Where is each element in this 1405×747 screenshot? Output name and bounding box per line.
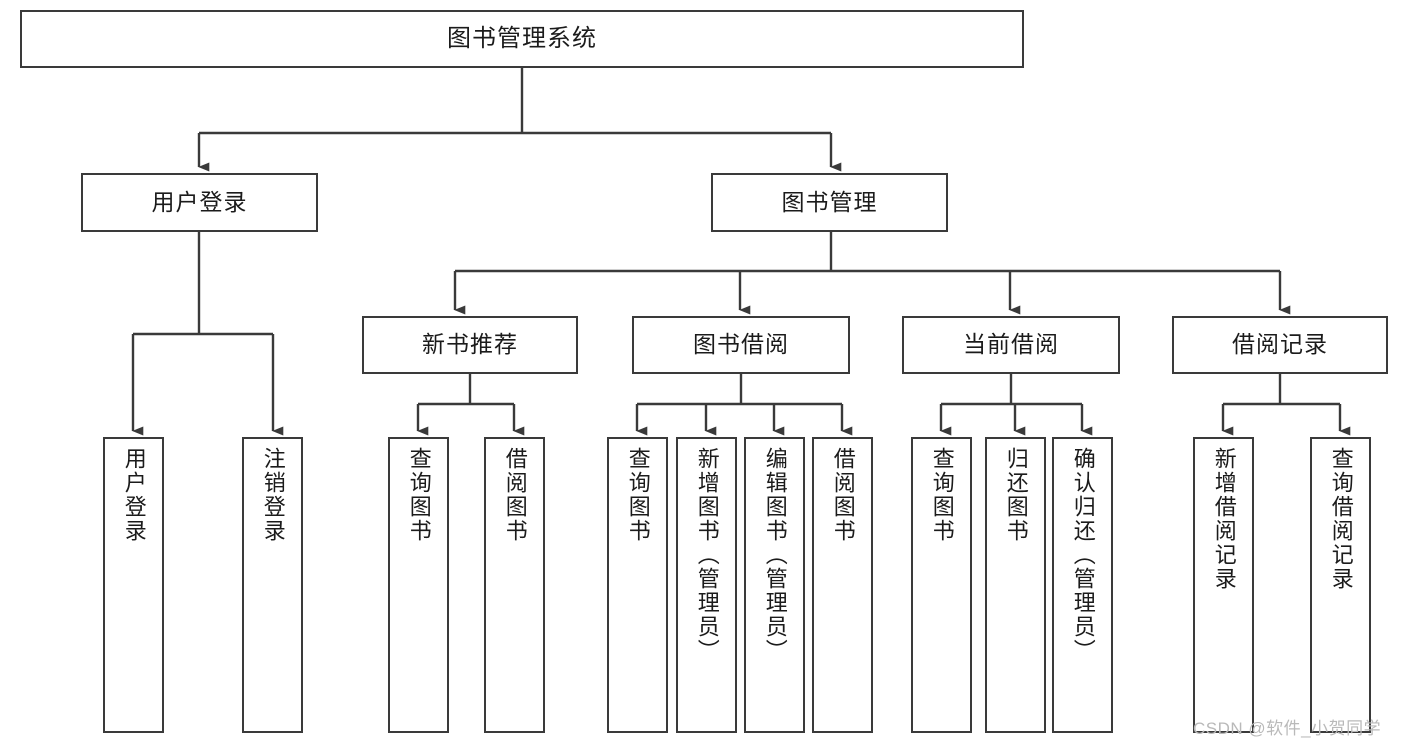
node-label: 用户登录	[151, 188, 248, 215]
leaf-query-book-2[interactable]: 查询图书	[607, 437, 668, 733]
node-book-borrow[interactable]: 图书借阅	[632, 316, 850, 374]
leaf-confirm-return-admin[interactable]: 确认归还（管理员）	[1052, 437, 1113, 733]
leaf-user-logout[interactable]: 注销登录	[242, 437, 303, 733]
leaf-user-login[interactable]: 用户登录	[103, 437, 164, 733]
node-label: 查询借阅记录	[1328, 447, 1354, 591]
node-label: 编辑图书（管理员）	[762, 447, 788, 663]
node-label: 借阅图书	[502, 447, 528, 543]
leaf-edit-book-admin[interactable]: 编辑图书（管理员）	[744, 437, 805, 733]
node-label: 确认归还（管理员）	[1070, 447, 1096, 663]
node-label: 借阅图书	[830, 447, 856, 543]
node-label: 新增借阅记录	[1211, 447, 1237, 591]
leaf-add-borrow-record[interactable]: 新增借阅记录	[1193, 437, 1254, 733]
node-user-login[interactable]: 用户登录	[81, 173, 318, 232]
leaf-add-book-admin[interactable]: 新增图书（管理员）	[676, 437, 737, 733]
node-new-book-recommendation[interactable]: 新书推荐	[362, 316, 578, 374]
node-label: 新增图书（管理员）	[694, 447, 720, 663]
node-label: 查询图书	[929, 447, 955, 543]
node-label: 归还图书	[1003, 447, 1029, 543]
node-label: 查询图书	[406, 447, 432, 543]
node-current-borrow[interactable]: 当前借阅	[902, 316, 1120, 374]
node-label: 图书管理系统	[447, 24, 597, 52]
leaf-return-book[interactable]: 归还图书	[985, 437, 1046, 733]
csdn-watermark: CSDN @软件_小贺同学	[1193, 719, 1382, 738]
node-label: 当前借阅	[963, 331, 1059, 358]
node-label: 图书管理	[781, 188, 878, 215]
leaf-query-book-3[interactable]: 查询图书	[911, 437, 972, 733]
node-label: 用户登录	[121, 447, 147, 543]
node-label: 借阅记录	[1232, 331, 1328, 358]
node-label: 图书借阅	[693, 331, 789, 358]
node-label: 注销登录	[260, 447, 286, 543]
node-book-management-system[interactable]: 图书管理系统	[20, 10, 1024, 68]
leaf-query-book-1[interactable]: 查询图书	[388, 437, 449, 733]
node-label: 新书推荐	[422, 331, 518, 358]
leaf-query-borrow-record[interactable]: 查询借阅记录	[1310, 437, 1371, 733]
node-borrow-record[interactable]: 借阅记录	[1172, 316, 1388, 374]
node-book-management[interactable]: 图书管理	[711, 173, 948, 232]
leaf-borrow-book-2[interactable]: 借阅图书	[812, 437, 873, 733]
node-label: 查询图书	[625, 447, 651, 543]
leaf-borrow-book-1[interactable]: 借阅图书	[484, 437, 545, 733]
